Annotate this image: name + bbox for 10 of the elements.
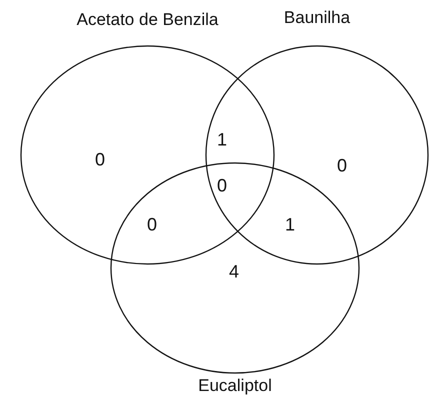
region-count: 1 [217,130,227,150]
region-count: 0 [147,214,157,236]
region-count: 0 [217,176,227,196]
set-label: Eucaliptol [198,376,272,396]
region-count: 1 [285,214,295,236]
set-label: Acetato de Benzila [76,10,218,30]
region-count: 4 [229,262,239,282]
region-count: 0 [337,156,347,176]
region-count: 0 [95,150,105,170]
set-label: Baunilha [284,8,350,28]
